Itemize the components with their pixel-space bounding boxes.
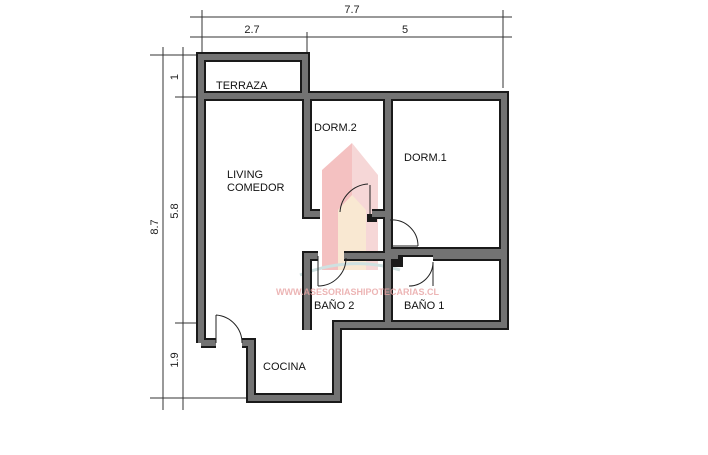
dim-total-depth: 8.7	[149, 219, 161, 234]
dim-depth-main: 5.8	[169, 203, 181, 218]
room-label-terraza: TERRAZA	[216, 80, 268, 92]
dimension-lines	[150, 10, 512, 410]
room-label-dorm1: DORM.1	[404, 152, 447, 164]
room-label-living: LIVING	[227, 169, 263, 181]
room-label-cocina: COCINA	[263, 361, 306, 373]
room-label-dorm2: DORM.2	[314, 122, 357, 134]
doors	[215, 183, 434, 344]
dim-total-width: 7.7	[344, 4, 359, 16]
door-swing-cocina	[215, 314, 243, 344]
dim-width-left: 2.7	[244, 24, 259, 36]
dim-width-right: 5	[402, 24, 408, 36]
room-label-bano2: BAÑO 2	[314, 299, 354, 312]
dim-depth-cocina: 1.9	[169, 352, 181, 367]
watermark-text: WWW.ASESORIASHIPOTECARIAS.CL	[276, 287, 440, 297]
room-label-comedor: COMEDOR	[227, 182, 285, 194]
door-swing-dorm1	[389, 219, 419, 247]
door-swing-bano1	[408, 261, 434, 287]
room-label-bano1: BAÑO 1	[404, 299, 444, 312]
door-swing-dorm2	[339, 183, 371, 214]
dim-depth-terraza: 1	[169, 74, 181, 80]
door-swing-bano2	[317, 256, 347, 287]
walls	[196, 52, 509, 403]
